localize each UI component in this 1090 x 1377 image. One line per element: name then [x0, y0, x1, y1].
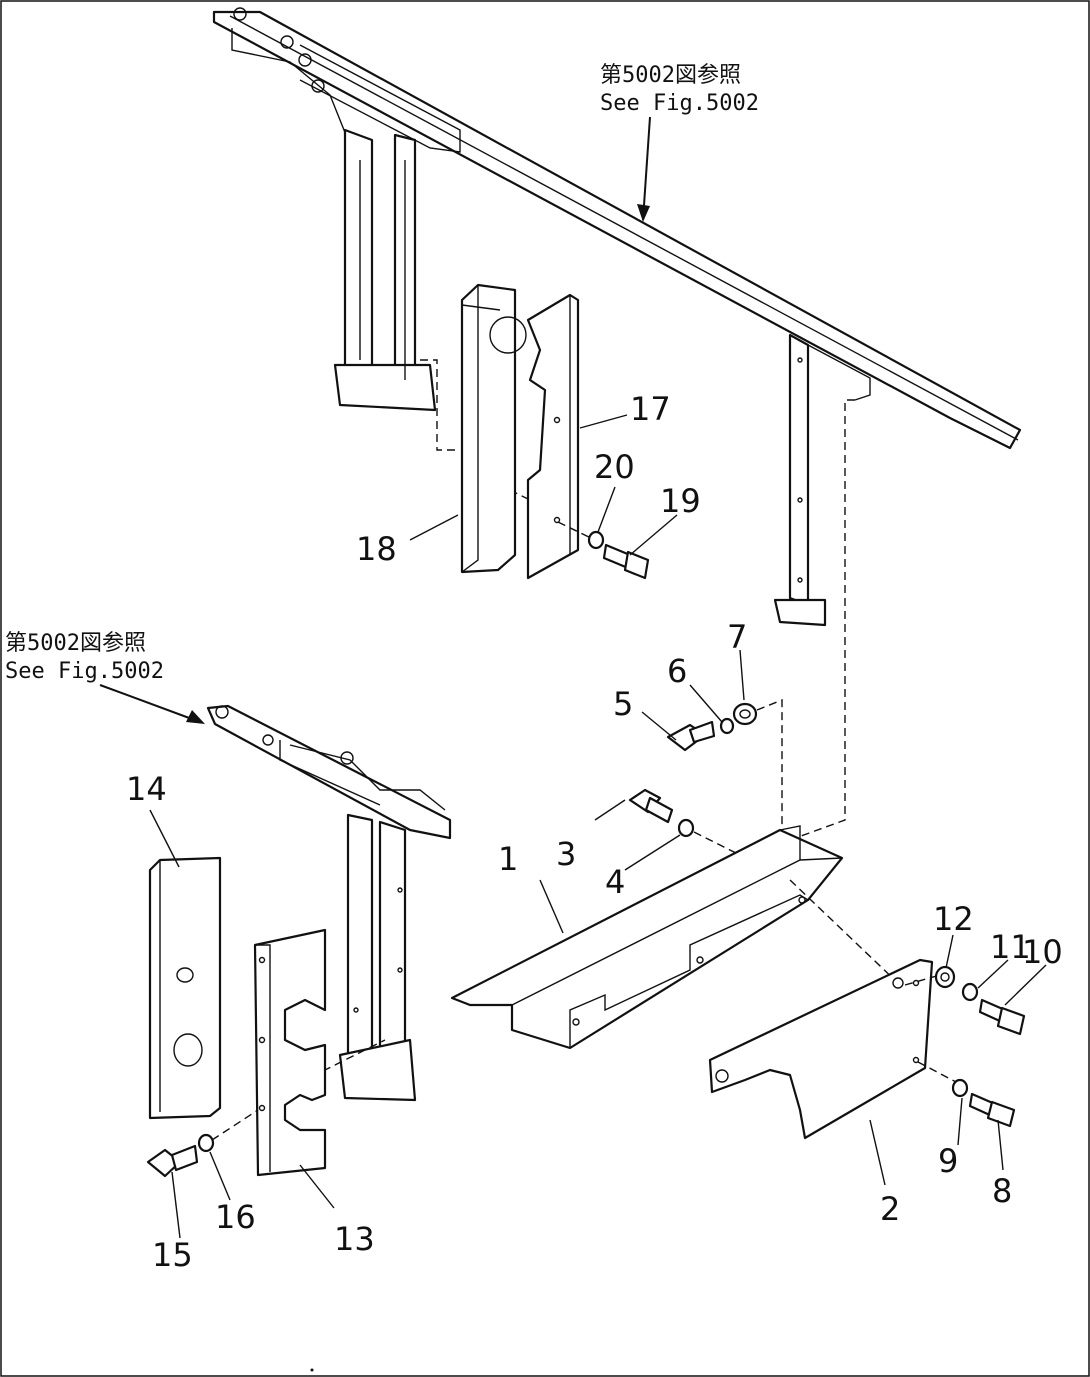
part-8-bolt: [968, 1092, 1016, 1128]
part-4-washer: [677, 818, 695, 838]
label-part-3: 3: [556, 835, 576, 873]
part-12-nut: [934, 965, 956, 989]
reference-note-lower: 第5002図参照 See Fig.5002: [5, 631, 164, 684]
lower-rail: [206, 704, 452, 840]
upper-frame-assembly: [212, 7, 1022, 627]
stray-mark: [310, 1368, 314, 1372]
label-part-2: 2: [880, 1190, 900, 1228]
part-18-cover-plate: [460, 283, 527, 574]
label-part-15: 15: [152, 1236, 193, 1274]
label-part-18: 18: [356, 530, 397, 568]
label-part-17: 17: [630, 390, 671, 428]
part-5-bolt: [666, 720, 716, 752]
upper-left-foot: [333, 363, 437, 412]
label-part-8: 8: [992, 1172, 1012, 1210]
upper-left-leg-a: [343, 128, 402, 397]
label-part-10: 10: [1022, 933, 1063, 971]
part-1-main-cover: [450, 825, 844, 1050]
part-15-bolt: [146, 1144, 199, 1178]
upper-rail: [212, 10, 1022, 450]
part-3-bolt: [628, 788, 674, 824]
part-16-washer: [197, 1133, 215, 1153]
lower-column-foot: [338, 1038, 417, 1102]
upper-right-foot: [773, 598, 827, 627]
part-number-labels: 1 2 3 4 5 6 7 8 9 10 11 12 13 14 15 16 1…: [126, 390, 1063, 1274]
part-17-bracket: [526, 293, 580, 580]
lower-frame-assembly: [206, 704, 452, 1102]
reference-en: See Fig.5002: [600, 91, 759, 116]
part-20-washer: [587, 530, 605, 550]
part-9-washer: [951, 1078, 969, 1098]
part-19-bolt: [602, 543, 650, 580]
part-2-side-plate: [708, 958, 934, 1140]
part-6-washer: [719, 717, 735, 735]
reference-en: See Fig.5002: [5, 659, 164, 684]
label-part-16: 16: [215, 1198, 256, 1236]
label-part-13: 13: [334, 1220, 375, 1258]
label-part-20: 20: [594, 448, 635, 486]
part-11-washer: [961, 982, 979, 1002]
label-part-1: 1: [498, 840, 518, 878]
lower-column-b: [378, 820, 407, 1072]
label-part-11: 11: [990, 928, 1031, 966]
label-part-5: 5: [613, 685, 633, 723]
label-part-14: 14: [126, 770, 167, 808]
part-10-bolt: [978, 998, 1026, 1036]
label-part-7: 7: [727, 618, 747, 656]
label-part-4: 4: [605, 863, 625, 901]
leader-lines: [99, 116, 1047, 1239]
upper-right-leg: [788, 333, 810, 607]
reference-jp: 第5002図参照: [5, 631, 146, 656]
label-part-19: 19: [660, 482, 701, 520]
label-part-9: 9: [938, 1142, 958, 1180]
reference-note-upper: 第5002図参照 See Fig.5002: [600, 63, 759, 116]
part-7-nut: [732, 702, 758, 726]
part-13-bracket: [253, 928, 327, 1177]
part-14-plate: [148, 856, 222, 1120]
label-part-12: 12: [933, 900, 974, 938]
label-part-6: 6: [667, 652, 687, 690]
reference-jp: 第5002図参照: [600, 63, 741, 88]
